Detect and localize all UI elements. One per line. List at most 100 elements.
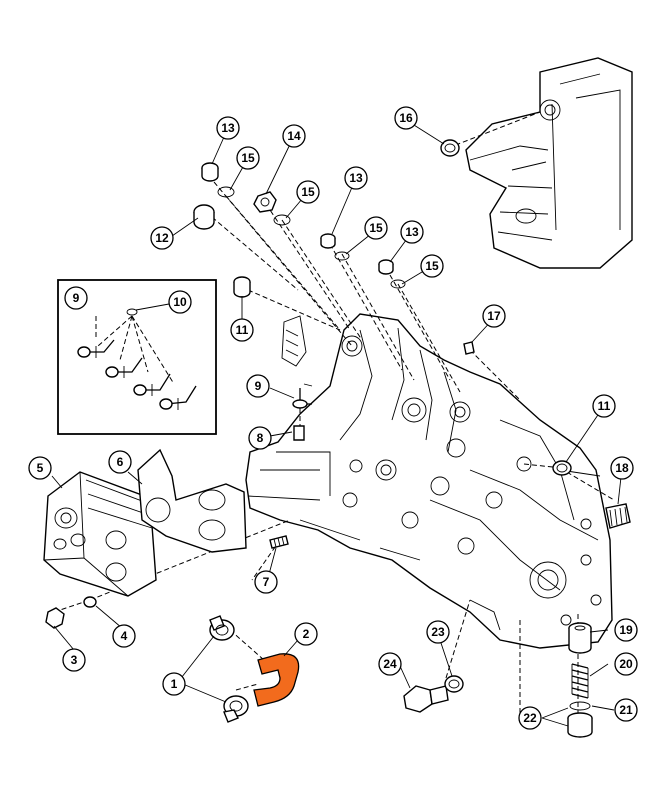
- svg-text:23: 23: [431, 625, 445, 639]
- callout-13b: 13: [344, 166, 368, 190]
- svg-text:13: 13: [349, 171, 363, 185]
- engine-block: [245, 313, 613, 649]
- part-7-stud: [269, 535, 289, 549]
- part-5-oil-cooler: [43, 471, 157, 597]
- callout-15b: 15: [296, 180, 320, 204]
- callout-23: 23: [426, 620, 450, 644]
- svg-text:3: 3: [71, 653, 78, 667]
- callout-13c: 13: [400, 220, 424, 244]
- svg-text:7: 7: [263, 575, 270, 589]
- part-14-bolt: [253, 191, 277, 213]
- part-22-plug: [567, 712, 593, 738]
- part-21-oring: [569, 701, 591, 711]
- svg-text:15: 15: [425, 259, 439, 273]
- svg-text:15: 15: [241, 151, 255, 165]
- inset-tube-4: [159, 385, 197, 410]
- callout-11b: 11: [592, 394, 616, 418]
- part-4-washer: [83, 596, 97, 608]
- part-6-gasket: [137, 448, 247, 553]
- svg-text:8: 8: [257, 431, 264, 445]
- callout-15a: 15: [236, 146, 260, 170]
- svg-text:2: 2: [303, 627, 310, 641]
- part-9-tube: [292, 383, 313, 409]
- svg-text:6: 6: [117, 455, 124, 469]
- part-3-nut: [45, 607, 65, 629]
- part-23-washer: [444, 675, 464, 693]
- part-15-oring-right: [390, 279, 406, 289]
- callout-22: 22: [518, 706, 542, 730]
- bracket-assembly: [465, 57, 633, 269]
- part-17-fitting: [463, 341, 475, 355]
- callout-19: 19: [614, 618, 638, 642]
- part-8-bolt: [293, 425, 305, 441]
- part-11-plug-lower: [552, 460, 572, 476]
- callout-11a: 11: [230, 318, 254, 342]
- callout-10: 10: [168, 290, 192, 314]
- part-15-oring-top: [217, 186, 235, 198]
- part-13-plug-mid: [320, 233, 336, 249]
- part-20-spring: [571, 663, 589, 699]
- part-11-plug-upper: [233, 276, 251, 298]
- inset-tube-1: [77, 339, 115, 358]
- callout-13a: 13: [216, 116, 240, 140]
- svg-text:14: 14: [287, 129, 301, 143]
- svg-text:16: 16: [399, 111, 413, 125]
- callout-24: 24: [378, 652, 402, 676]
- part-1-clamp-lower: [223, 695, 249, 723]
- svg-text:15: 15: [301, 185, 315, 199]
- callout-3: 3: [62, 648, 86, 672]
- callout-17: 17: [482, 304, 506, 328]
- svg-text:17: 17: [487, 309, 501, 323]
- svg-text:18: 18: [615, 461, 629, 475]
- callouts: 13 15 14 15 12 13 15 13 15 16 11 17 11 1…: [28, 106, 638, 730]
- svg-text:9: 9: [255, 379, 262, 393]
- callout-20: 20: [614, 652, 638, 676]
- part-16-seal: [440, 139, 460, 157]
- part-12-cup-plug: [193, 204, 215, 230]
- callout-6: 6: [108, 450, 132, 474]
- svg-text:20: 20: [619, 657, 633, 671]
- callout-15d: 15: [420, 254, 444, 278]
- svg-text:22: 22: [523, 711, 537, 725]
- callout-1: 1: [162, 672, 186, 696]
- svg-text:9: 9: [73, 291, 80, 305]
- inset-tube-2: [105, 357, 143, 378]
- svg-text:15: 15: [369, 221, 383, 235]
- callout-9a: 9: [64, 286, 88, 310]
- svg-text:19: 19: [619, 623, 633, 637]
- part-15-oring-mid2: [334, 251, 350, 261]
- inset-tube-3: [133, 373, 171, 396]
- svg-text:13: 13: [221, 121, 235, 135]
- svg-text:12: 12: [155, 231, 169, 245]
- part-19-valve-body: [568, 622, 592, 654]
- svg-text:10: 10: [173, 295, 187, 309]
- callout-4: 4: [112, 624, 136, 648]
- svg-text:4: 4: [121, 629, 128, 643]
- part-2-coolant-hose: [253, 653, 300, 707]
- callout-2: 2: [294, 622, 318, 646]
- callout-9b: 9: [246, 374, 270, 398]
- callout-14: 14: [282, 124, 306, 148]
- part-1-clamp-upper: [209, 615, 235, 641]
- part-15-oring-mid: [273, 214, 291, 226]
- svg-text:11: 11: [236, 323, 249, 337]
- part-18-plug: [605, 503, 631, 529]
- callout-18: 18: [610, 456, 634, 480]
- callout-16: 16: [394, 106, 418, 130]
- callout-21: 21: [614, 698, 638, 722]
- svg-text:11: 11: [598, 399, 611, 413]
- svg-text:1: 1: [171, 677, 178, 691]
- callout-8: 8: [248, 426, 272, 450]
- inset-oring: [126, 308, 138, 316]
- part-13-plug-top: [201, 162, 219, 182]
- svg-text:21: 21: [619, 703, 633, 717]
- callout-12: 12: [150, 226, 174, 250]
- callout-15c: 15: [364, 216, 388, 240]
- svg-text:5: 5: [37, 461, 44, 475]
- part-24-drain-plug: [403, 685, 449, 713]
- svg-text:13: 13: [405, 225, 419, 239]
- part-13-plug-right: [378, 259, 394, 275]
- svg-text:24: 24: [383, 657, 397, 671]
- callout-7: 7: [254, 570, 278, 594]
